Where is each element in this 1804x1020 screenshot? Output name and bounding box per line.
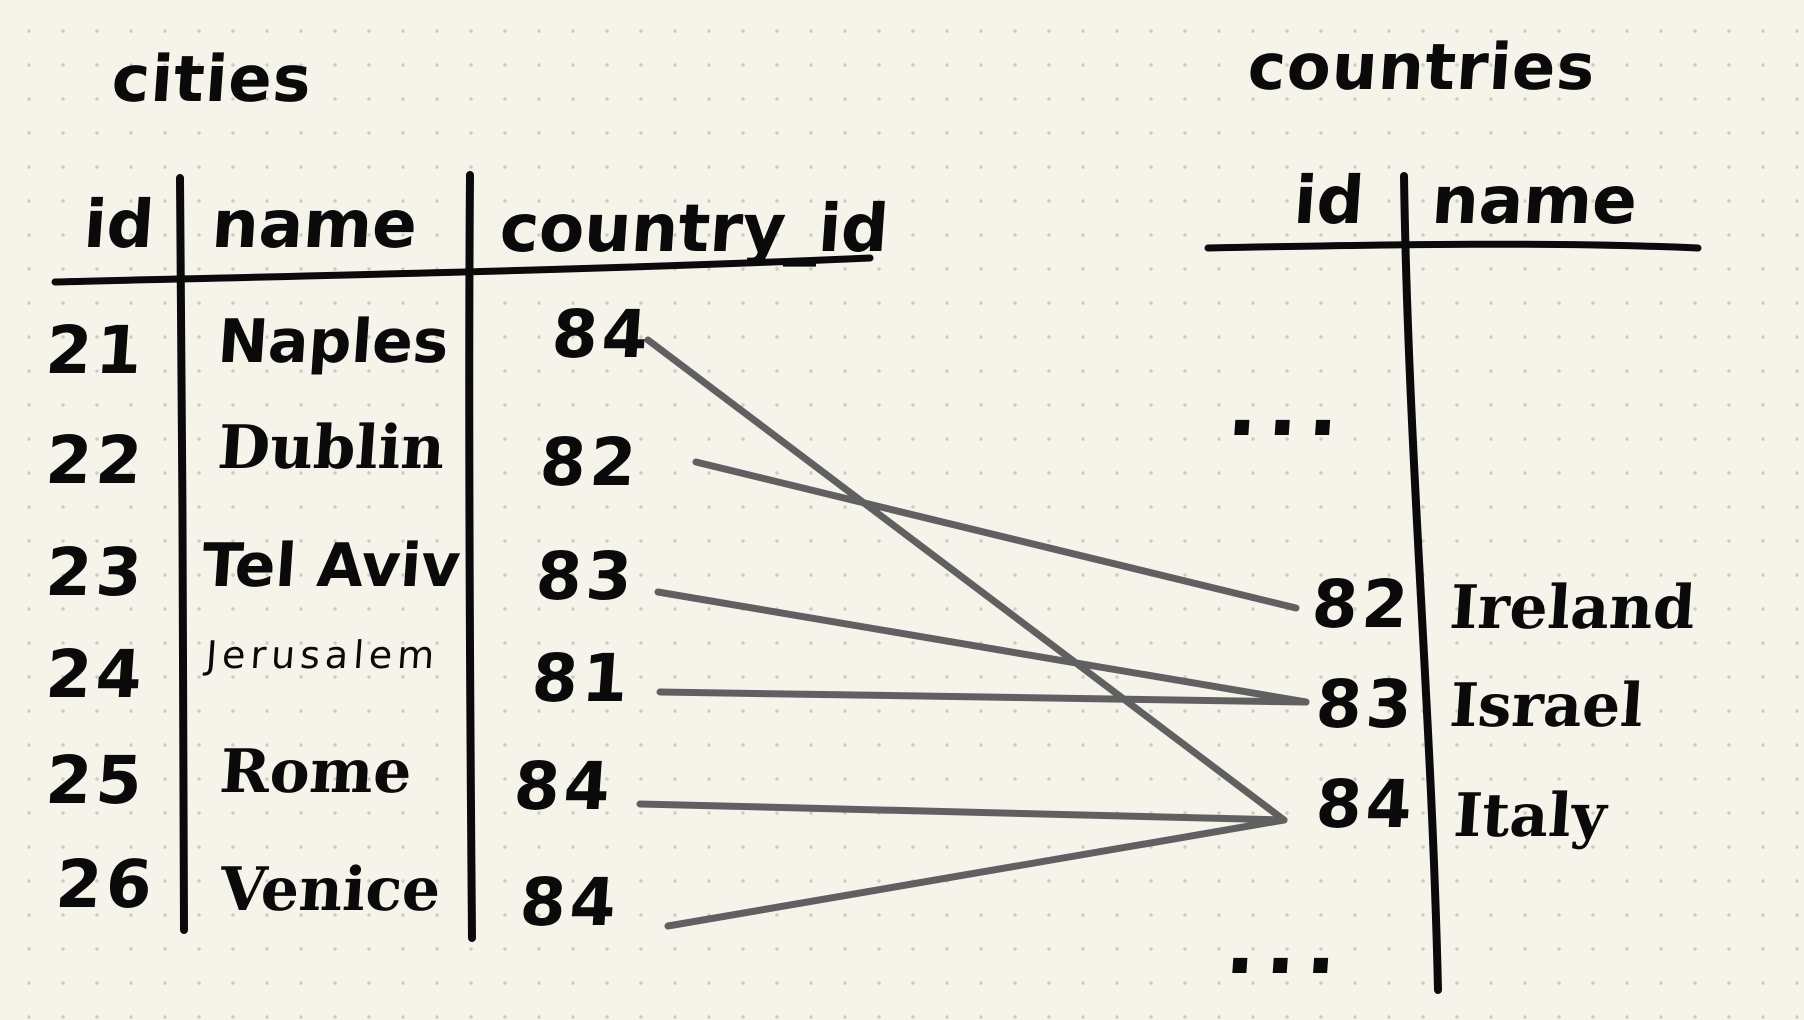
- cities-header-name: name: [209, 186, 420, 263]
- cities-cell-id: 22: [43, 422, 149, 499]
- cities-cell-id: 25: [43, 742, 149, 819]
- cities-header-rule: [51, 254, 874, 286]
- cities-title: cities: [109, 43, 315, 117]
- cities-cell-country-id: 81: [529, 640, 635, 717]
- cities-cell-id: 21: [43, 312, 149, 389]
- connector-naples-italy: [644, 336, 1288, 824]
- countries-cell-id: 83: [1313, 666, 1419, 743]
- countries-header-name: name: [1429, 162, 1640, 239]
- cities-cell-name: Venice: [217, 855, 443, 925]
- cities-cell-name: Jerusalem: [204, 633, 441, 677]
- connector-jerusalem-israel: [656, 688, 1310, 706]
- cities-cell-name: Rome: [217, 737, 414, 807]
- countries-title: countries: [1245, 31, 1599, 105]
- countries-header-rule: [1204, 240, 1702, 252]
- countries-cell-id: 82: [1309, 566, 1415, 643]
- cities-cell-country-id: 82: [537, 424, 643, 501]
- cities-cell-name: Tel Aviv: [199, 531, 463, 601]
- countries-ellipsis-bottom: ...: [1222, 899, 1351, 992]
- cities-column-divider-2: [465, 171, 476, 942]
- connector-venice-italy: [664, 816, 1288, 930]
- connector-rome-italy: [636, 800, 1288, 824]
- countries-cell-name: Ireland: [1447, 573, 1698, 643]
- countries-column-divider: [1400, 172, 1442, 994]
- connector-dublin-ireland: [692, 458, 1300, 612]
- cities-cell-country-id: 84: [517, 864, 623, 941]
- cities-cell-id: 23: [43, 534, 149, 611]
- cities-cell-country-id: 84: [549, 296, 655, 373]
- cities-cell-name: Naples: [215, 307, 452, 377]
- countries-cell-id: 84: [1313, 766, 1419, 843]
- countries-ellipsis-top: ...: [1224, 361, 1353, 454]
- cities-column-divider-1: [176, 174, 188, 934]
- cities-cell-country-id: 83: [533, 538, 639, 615]
- connector-telaviv-israel: [654, 588, 1310, 706]
- countries-cell-name: Italy: [1451, 781, 1609, 851]
- cities-cell-id: 26: [53, 846, 159, 923]
- cities-cell-id: 24: [43, 636, 149, 713]
- cities-header-country-id: country_id: [497, 190, 892, 267]
- cities-header-id: id: [81, 186, 157, 263]
- cities-cell-name: Dublin: [215, 413, 448, 483]
- countries-cell-name: Israel: [1447, 671, 1646, 741]
- cities-cell-country-id: 84: [511, 748, 617, 825]
- countries-header-id: id: [1291, 162, 1367, 239]
